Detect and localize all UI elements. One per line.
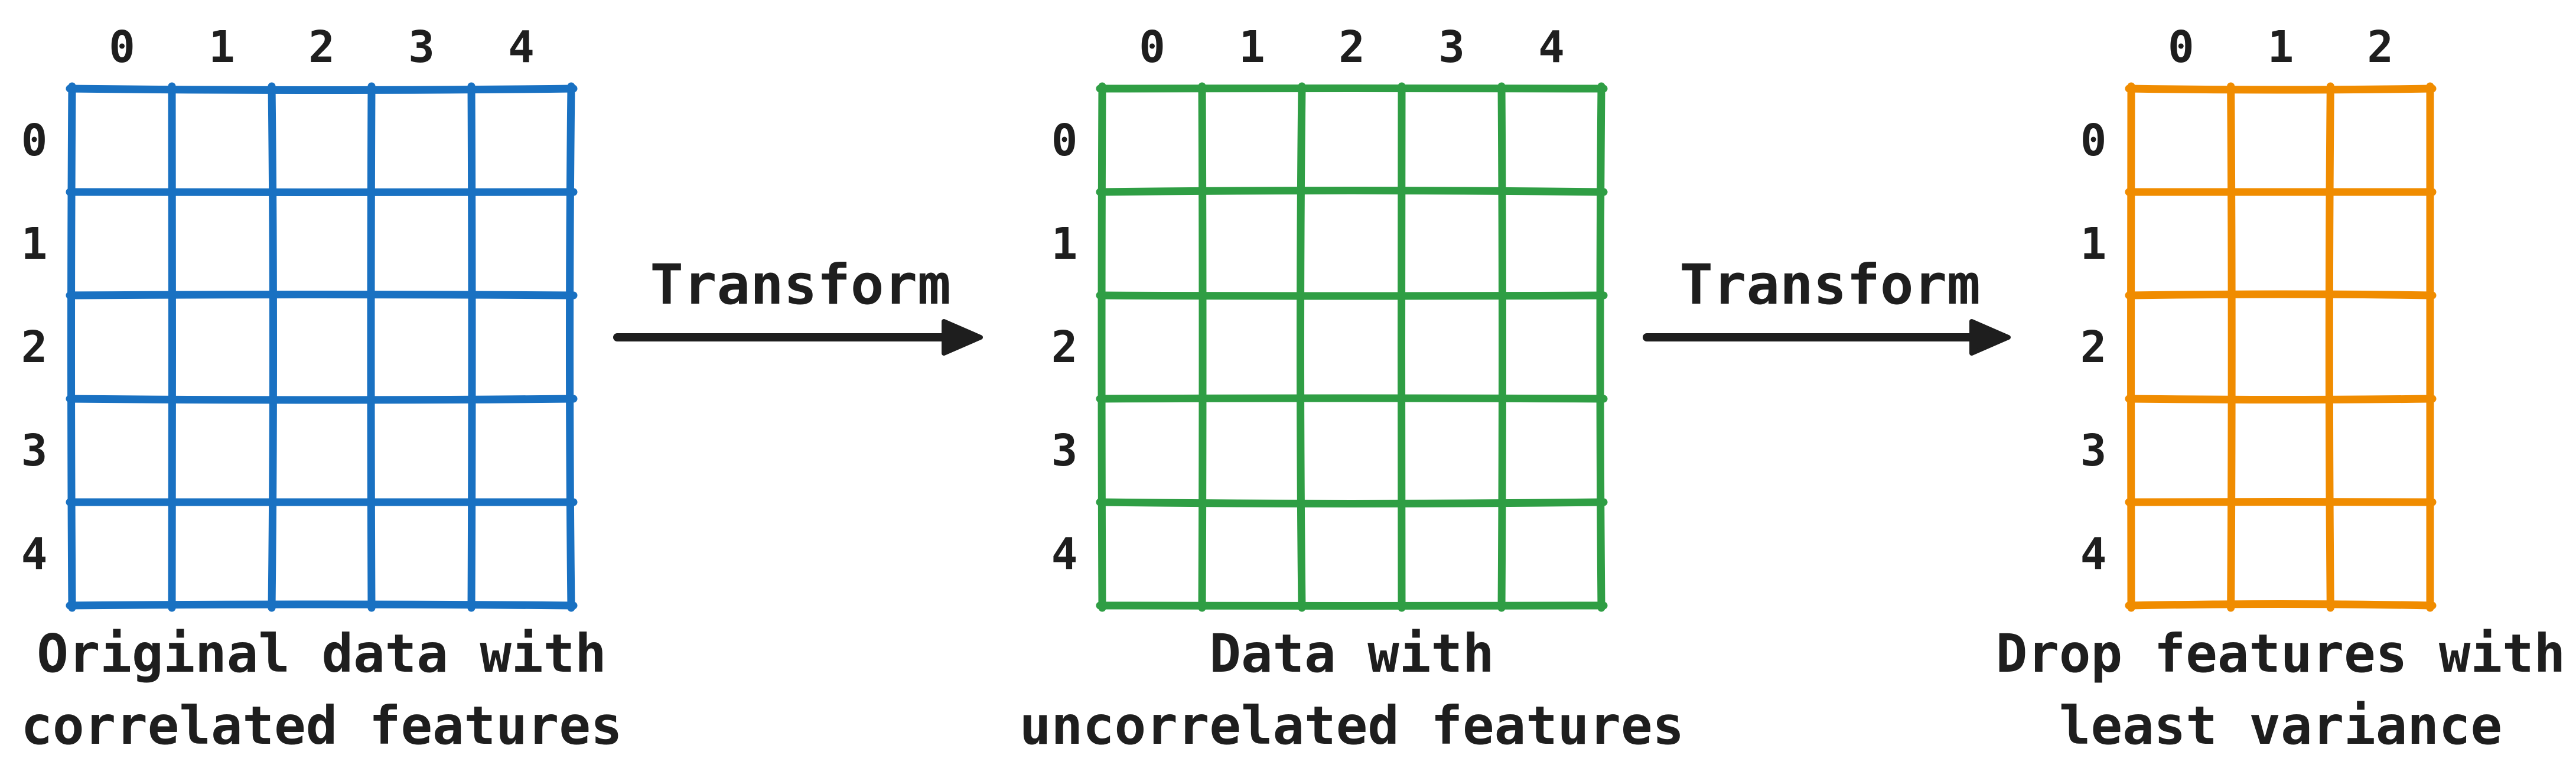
grid-line: [1096, 187, 1608, 196]
grid-line: [1297, 82, 1306, 612]
row-label: 0: [21, 115, 48, 166]
arrow-head: [942, 319, 983, 356]
arrow-right-icon: [1643, 319, 2011, 356]
grid-line: [2325, 82, 2334, 612]
reduced-matrix-grid: [2125, 82, 2437, 612]
col-header-label: 0: [1139, 22, 1165, 73]
row-label: 4: [1051, 528, 1078, 580]
col-header-label: 0: [2168, 22, 2194, 73]
grid-line: [2227, 82, 2236, 612]
row-label: 3: [21, 425, 48, 476]
grid-line: [1096, 291, 1608, 300]
col-header-label: 3: [408, 22, 435, 73]
uncorrelated-matrix-grid: [1096, 82, 1608, 612]
grid-line: [268, 82, 277, 612]
panel-caption: Data with uncorrelated features: [1020, 617, 1684, 762]
col-header-label: 4: [1538, 22, 1565, 73]
grid-line: [2125, 600, 2437, 610]
arrow-right-icon: [613, 319, 983, 356]
row-label: 0: [1051, 115, 1078, 166]
row-label: 0: [2080, 115, 2107, 166]
grid-line: [2127, 82, 2135, 612]
grid-line: [66, 188, 578, 196]
grid-line: [66, 395, 578, 404]
grid-line: [67, 82, 76, 612]
caption-line: correlated features: [21, 695, 623, 756]
col-header-label: 2: [1339, 22, 1365, 73]
row-label: 3: [1051, 425, 1078, 476]
grid-line: [1596, 82, 1605, 612]
col-header-label: 2: [308, 22, 335, 73]
col-header-label: 0: [109, 22, 135, 73]
grid-line: [1198, 82, 1207, 612]
col-header-label: 1: [1239, 22, 1265, 73]
grid-line: [566, 82, 575, 612]
grid-line: [367, 82, 376, 612]
panel-caption: Original data with correlated features: [21, 617, 622, 762]
grid-line: [66, 600, 578, 610]
transform-label: Transform: [1679, 253, 1981, 317]
arrow-head: [1969, 319, 2011, 356]
row-label: 2: [21, 321, 48, 373]
row-label: 2: [1051, 321, 1078, 373]
grid-line: [2125, 395, 2437, 403]
grid-line: [2125, 84, 2437, 94]
caption-line: Drop features with: [1995, 623, 2566, 684]
grid-line: [467, 82, 476, 612]
grid-line: [1096, 394, 1608, 403]
caption-line: least variance: [2059, 695, 2503, 756]
col-header-label: 1: [209, 22, 235, 73]
grid-line: [2125, 498, 2437, 506]
col-header-label: 1: [2267, 22, 2294, 73]
row-label: 2: [2080, 321, 2107, 373]
grid-line: [2125, 290, 2437, 300]
col-header-label: 2: [2367, 22, 2393, 73]
grid-line: [1096, 498, 1608, 507]
original-matrix-grid: [66, 82, 578, 612]
row-label: 1: [2080, 218, 2107, 269]
caption-line: Data with: [1209, 623, 1494, 684]
transform-label: Transform: [650, 253, 951, 317]
row-label: 4: [2080, 528, 2107, 580]
row-label: 1: [1051, 218, 1078, 269]
col-header-label: 3: [1438, 22, 1465, 73]
caption-line: uncorrelated features: [1019, 695, 1685, 756]
row-label: 4: [21, 528, 48, 580]
col-header-label: 4: [508, 22, 535, 73]
grid-line: [66, 291, 578, 300]
grid-line: [1497, 82, 1506, 612]
caption-line: Original data with: [37, 623, 607, 684]
row-label: 3: [2080, 425, 2107, 476]
panel-caption: Drop features with least variance: [1996, 617, 2566, 762]
row-label: 1: [21, 218, 48, 269]
grid-line: [66, 84, 578, 94]
